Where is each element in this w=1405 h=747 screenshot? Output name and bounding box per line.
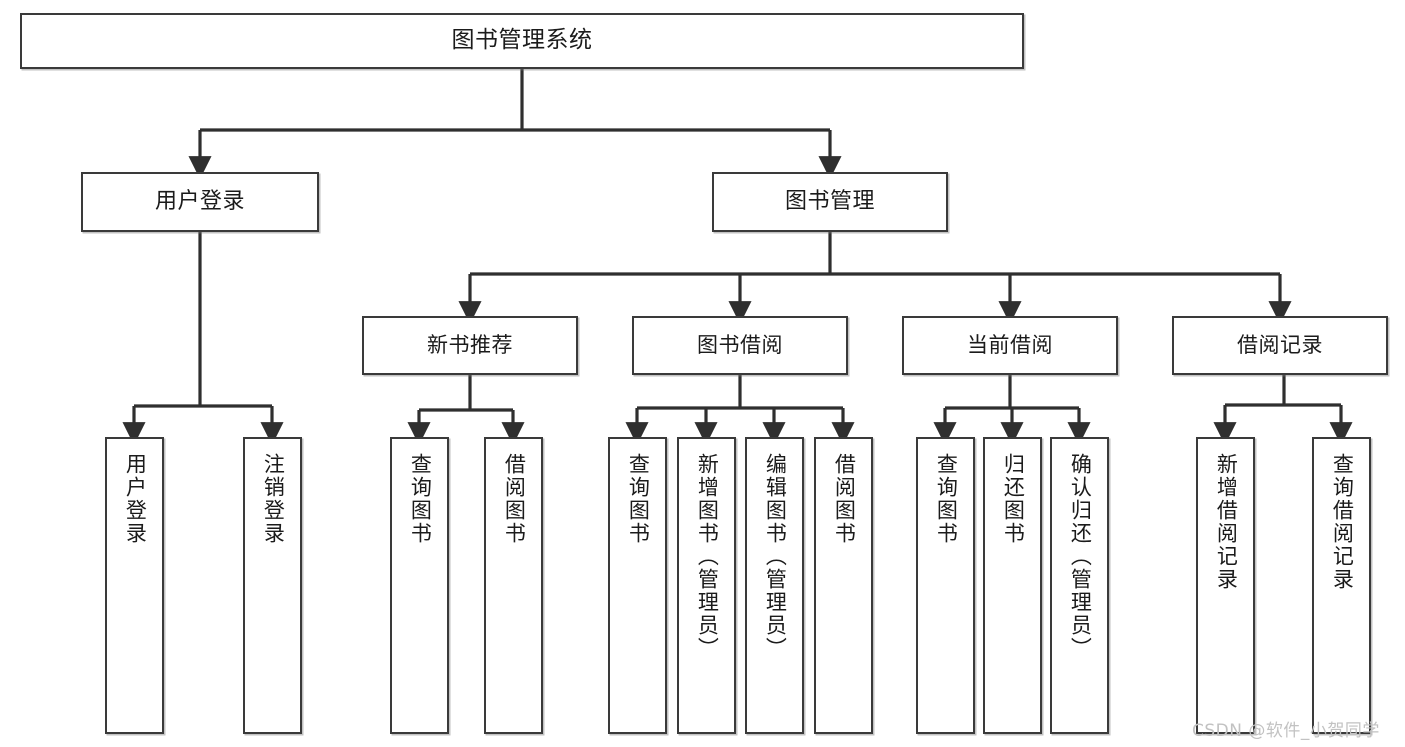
node-book-manage-label: 图书管理 <box>784 189 875 215</box>
node-new-book-rec[interactable]: 新书推荐 <box>362 316 578 375</box>
leaf-query-book-2-label: 查询图书 <box>626 453 651 545</box>
leaf-add-book-label: 新增图书（管理员） <box>695 453 720 660</box>
node-book-manage[interactable]: 图书管理 <box>712 172 948 232</box>
leaf-user-login-label: 用户登录 <box>123 453 148 545</box>
node-borrow-record[interactable]: 借阅记录 <box>1172 316 1388 375</box>
leaf-user-login[interactable]: 用户登录 <box>105 437 164 734</box>
leaf-confirm-return-label: 确认归还（管理员） <box>1068 453 1093 660</box>
leaf-borrow-book-1-label: 借阅图书 <box>502 453 527 545</box>
node-current-borrow[interactable]: 当前借阅 <box>902 316 1118 375</box>
leaf-borrow-book-2-label: 借阅图书 <box>832 453 857 545</box>
leaf-add-record[interactable]: 新增借阅记录 <box>1196 437 1255 734</box>
leaf-query-record[interactable]: 查询借阅记录 <box>1312 437 1371 734</box>
node-current-borrow-label: 当前借阅 <box>967 333 1053 358</box>
csdn-watermark: CSDN @软件_小贺同学 <box>1192 721 1380 741</box>
leaf-borrow-book-1[interactable]: 借阅图书 <box>484 437 543 734</box>
leaf-edit-book-label: 编辑图书（管理员） <box>763 453 788 660</box>
leaf-query-book-2[interactable]: 查询图书 <box>608 437 667 734</box>
leaf-add-book[interactable]: 新增图书（管理员） <box>677 437 736 734</box>
leaf-edit-book[interactable]: 编辑图书（管理员） <box>745 437 804 734</box>
leaf-query-book-3-label: 查询图书 <box>934 453 959 545</box>
node-user-login[interactable]: 用户登录 <box>81 172 319 232</box>
leaf-query-book-3[interactable]: 查询图书 <box>916 437 975 734</box>
leaf-query-book-1-label: 查询图书 <box>408 453 433 545</box>
node-root[interactable]: 图书管理系统 <box>20 13 1024 69</box>
node-borrow-record-label: 借阅记录 <box>1237 333 1323 358</box>
leaf-borrow-book-2[interactable]: 借阅图书 <box>814 437 873 734</box>
leaf-query-book-1[interactable]: 查询图书 <box>390 437 449 734</box>
node-book-borrow-label: 图书借阅 <box>697 333 783 358</box>
leaf-logout[interactable]: 注销登录 <box>243 437 302 734</box>
leaf-logout-label: 注销登录 <box>261 453 286 545</box>
node-root-label: 图书管理系统 <box>451 27 593 54</box>
leaf-confirm-return[interactable]: 确认归还（管理员） <box>1050 437 1109 734</box>
leaf-return-book[interactable]: 归还图书 <box>983 437 1042 734</box>
node-user-login-label: 用户登录 <box>154 189 245 215</box>
node-new-book-rec-label: 新书推荐 <box>427 333 513 358</box>
node-book-borrow[interactable]: 图书借阅 <box>632 316 848 375</box>
leaf-query-record-label: 查询借阅记录 <box>1330 453 1355 591</box>
leaf-add-record-label: 新增借阅记录 <box>1214 453 1239 591</box>
leaf-return-book-label: 归还图书 <box>1001 453 1026 545</box>
